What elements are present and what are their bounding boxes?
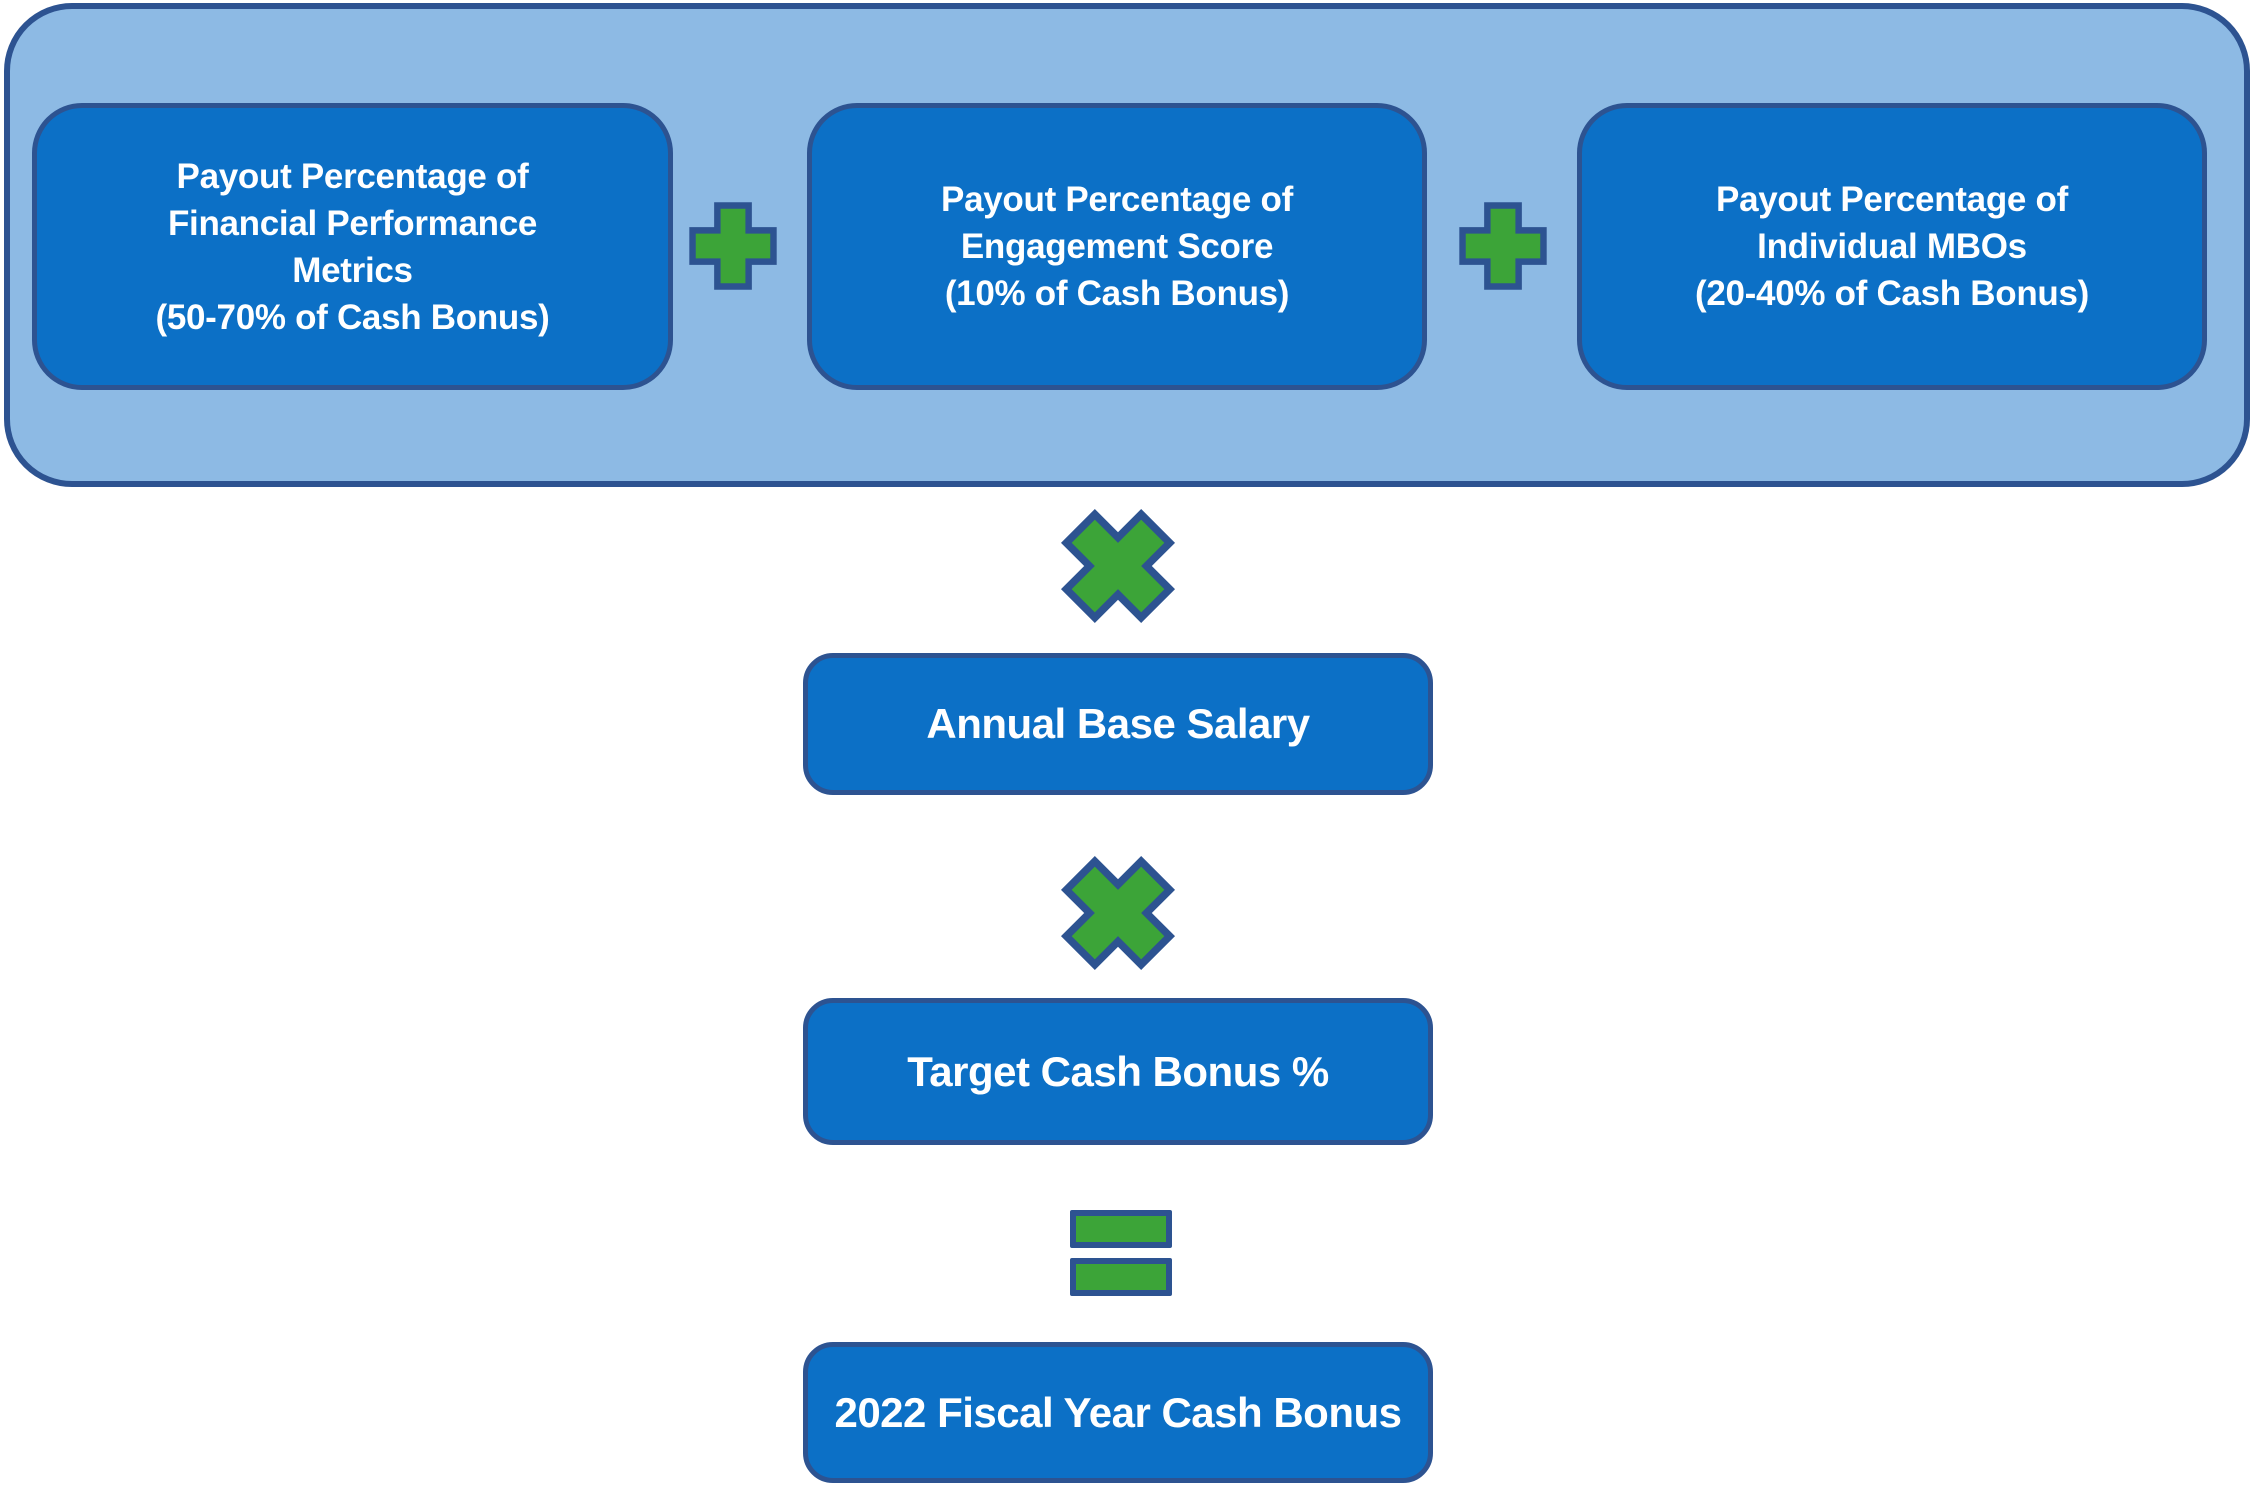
engagement-score-box-line: Engagement Score (960, 227, 1274, 266)
financial-performance-box-line: Metrics (292, 250, 413, 290)
individual-mbos-box-line: Individual MBOs (1757, 227, 2027, 266)
target-cash-bonus-label: Target Cash Bonus % (907, 1047, 1329, 1095)
plus-icon (1459, 202, 1547, 290)
financial-performance-box-line: Payout Percentage of (176, 156, 529, 196)
equals-icon (1070, 1210, 1172, 1296)
target-cash-bonus-box: Target Cash Bonus % (803, 998, 1433, 1145)
multiply-icon (1060, 855, 1176, 971)
financial-performance-box-line: Financial Performance (167, 203, 538, 243)
annual-base-salary-label: Annual Base Salary (926, 700, 1310, 747)
individual-mbos-box-line: (20-40% of Cash Bonus) (1694, 274, 2090, 313)
fiscal-year-cash-bonus-label: 2022 Fiscal Year Cash Bonus (834, 1388, 1402, 1436)
financial-performance-box-line: (50-70% of Cash Bonus) (155, 297, 550, 337)
financial-performance-box: Payout Percentage of Financial Performan… (32, 103, 673, 390)
fiscal-year-cash-bonus-box: 2022 Fiscal Year Cash Bonus (803, 1342, 1433, 1483)
multiply-icon (1060, 508, 1176, 624)
engagement-score-box-line: Payout Percentage of (941, 180, 1293, 219)
engagement-score-box-line: (10% of Cash Bonus) (944, 274, 1290, 313)
plus-icon (689, 202, 777, 290)
annual-base-salary-box: Annual Base Salary (803, 653, 1433, 795)
individual-mbos-box-line: Payout Percentage of (1716, 180, 2068, 219)
individual-mbos-box: Payout Percentage of Individual MBOs (20… (1577, 103, 2207, 390)
engagement-score-box: Payout Percentage of Engagement Score (1… (807, 103, 1427, 390)
equals-bar (1070, 1210, 1172, 1248)
equals-bar (1070, 1258, 1172, 1296)
